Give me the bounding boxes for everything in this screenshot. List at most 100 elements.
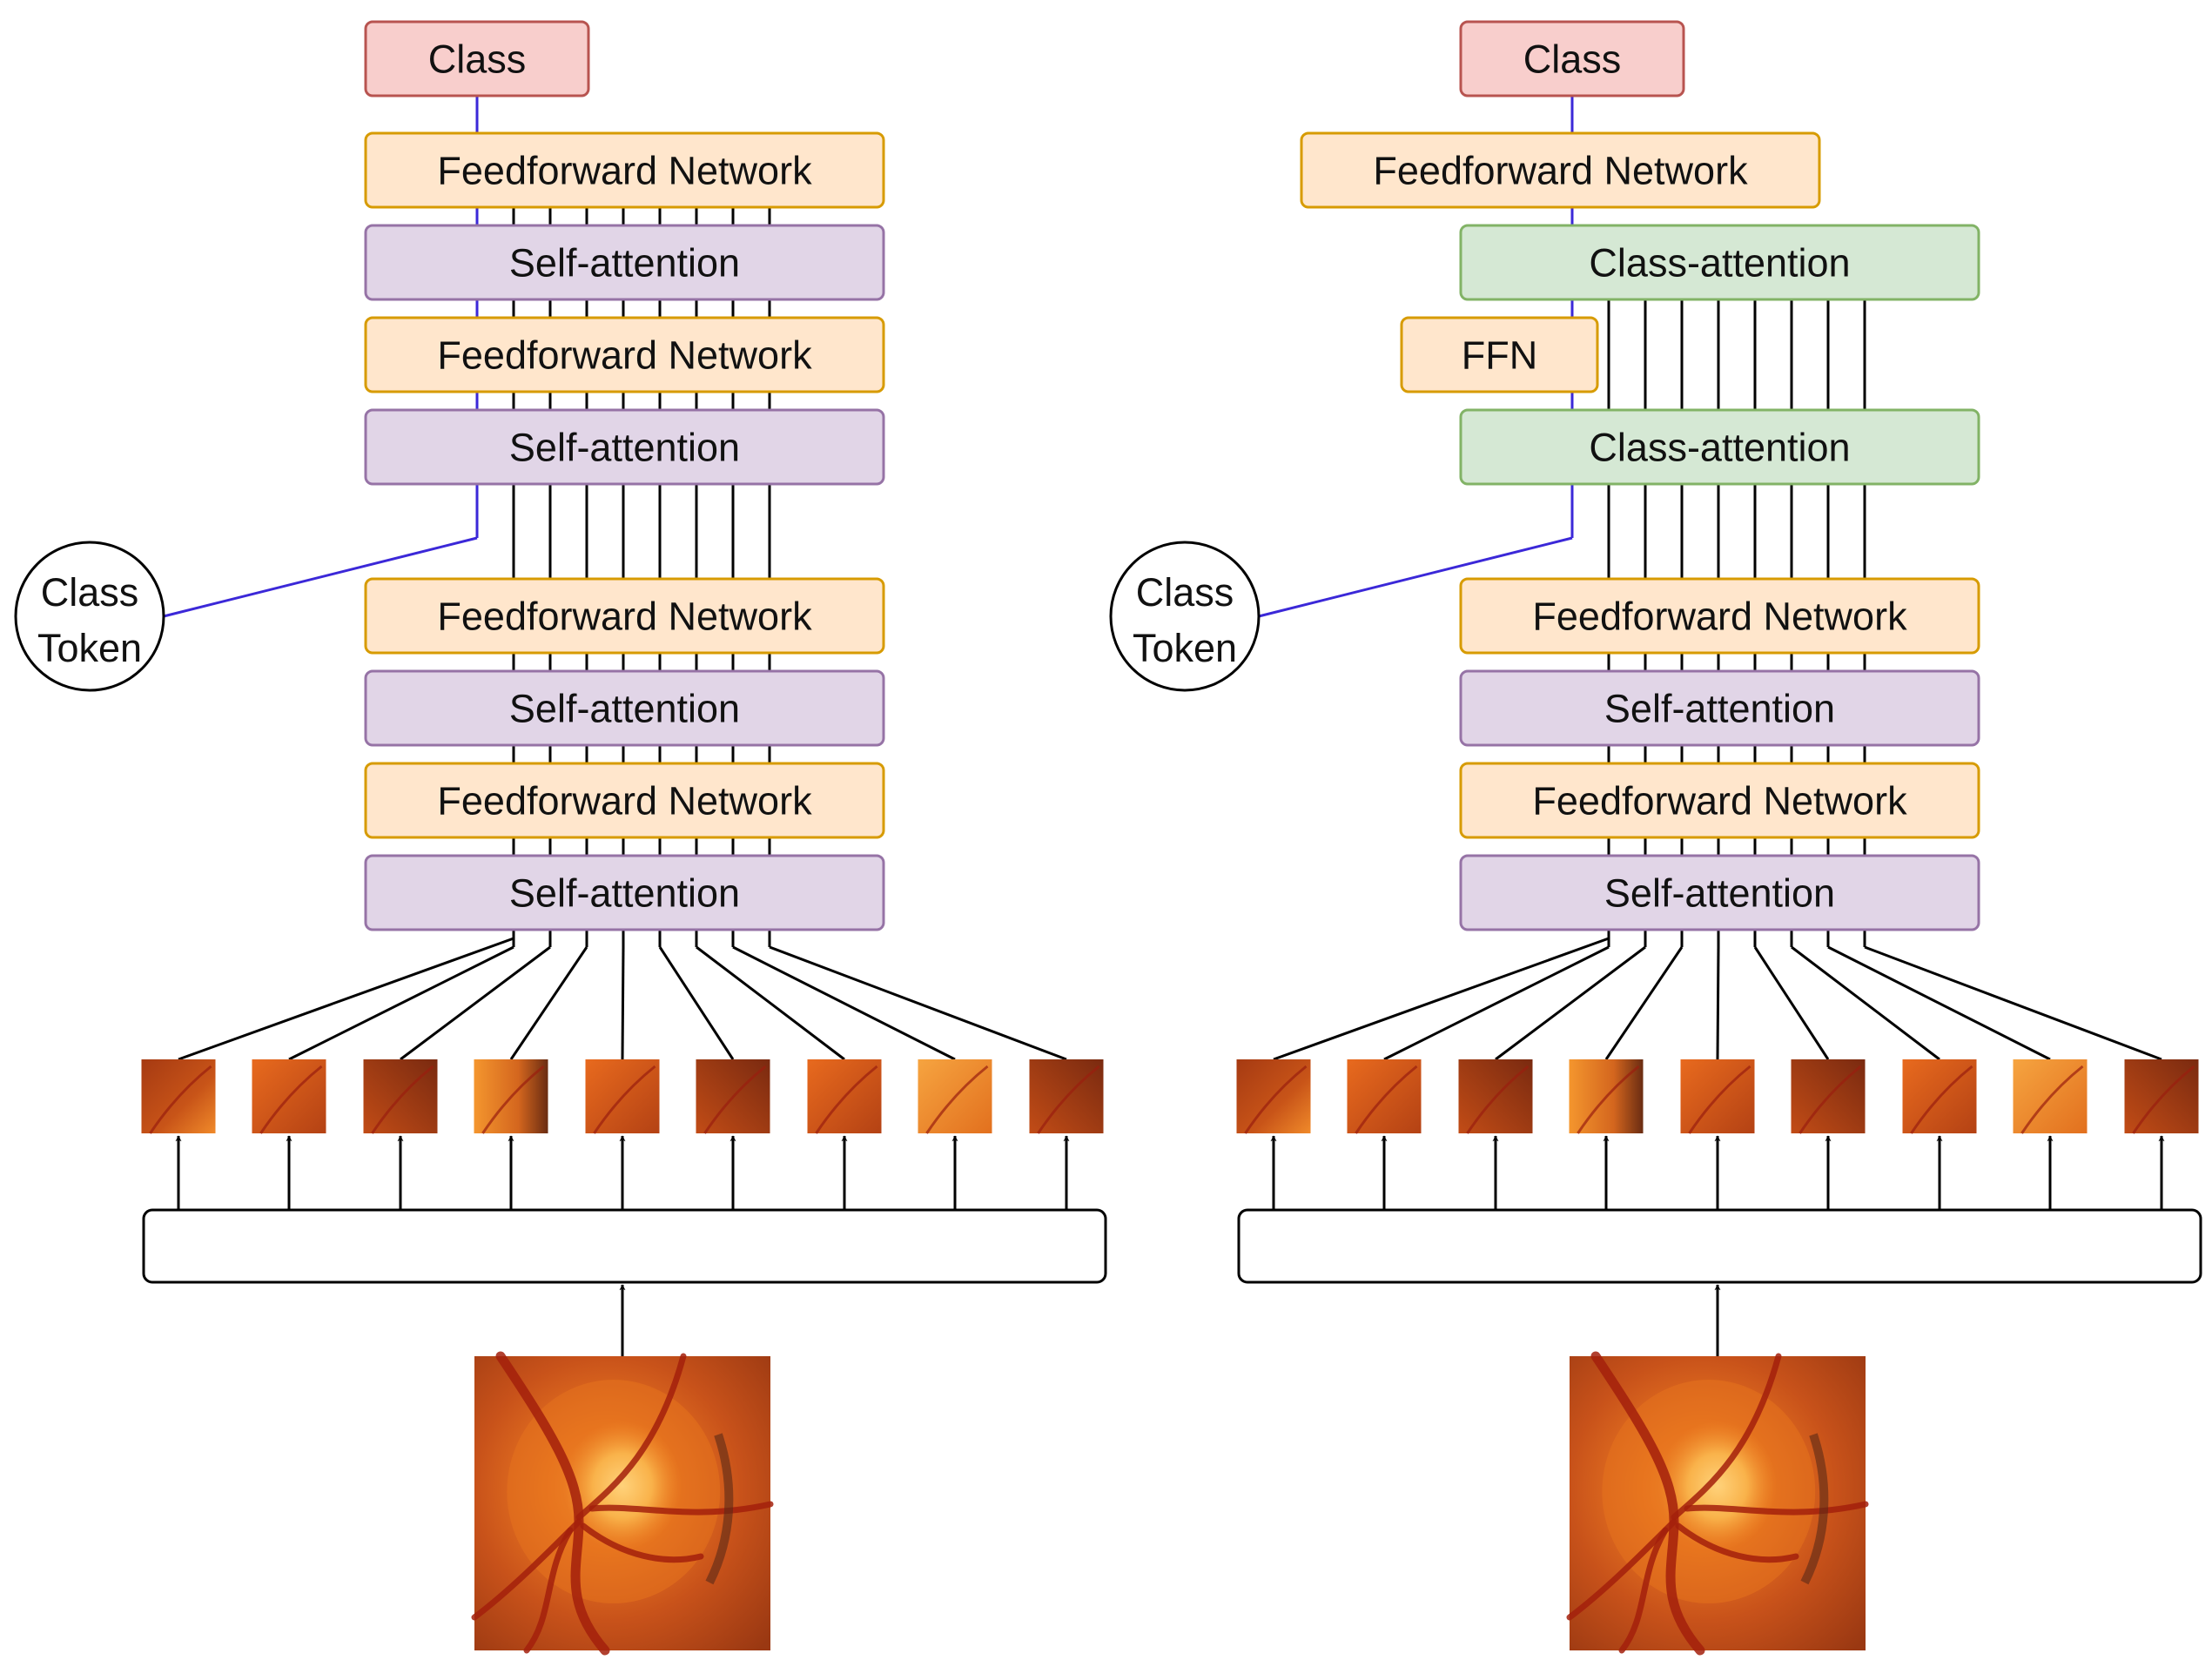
image-patch [807,1059,882,1134]
self-attention-block-rect [364,669,885,747]
ffn-block-label: FFN [1462,333,1537,378]
self-attention-block-label: Self-attention [509,871,740,916]
image-patch-vessel [1466,1065,1530,1134]
token-line [696,945,845,1061]
feedforward-network-block: Feedforward Network [364,577,885,655]
self-attention-block-label: Self-attention [509,426,740,470]
class-attention-block-label: Class-attention [1589,241,1850,286]
feedforward-network-block-label: Feedforward Network [437,149,812,193]
retinal-vessel [580,1522,704,1563]
image-patch-vessel [703,1065,767,1134]
token-line [1604,946,1684,1060]
token-line [178,937,514,1061]
image-patch [1902,1059,1977,1134]
self-attention-block: Self-attention [364,224,885,301]
feedforward-network-block-label: Feedforward Network [437,333,812,378]
feedforward-network-block: Feedforward Network [364,316,885,393]
token-line [1753,946,1830,1060]
image-patch-vessel [1355,1065,1418,1134]
retinal-vessel [1684,1501,1869,1516]
image-patch-vessel [1799,1065,1862,1134]
class-token-line [1258,536,1573,618]
image-patch [1458,1059,1533,1134]
self-attention-block-rect [364,408,885,486]
self-attention-block-label: Self-attention [509,241,740,286]
token-line [732,945,956,1061]
class-output-box-label: Class [1523,37,1622,82]
feedforward-network-block-rect [364,316,885,393]
feedforward-network-block-label: Feedforward Network [1532,779,1907,823]
class-output-box-rect [364,20,590,97]
token-line [769,945,1067,1061]
feedforward-network-block: Feedforward Network [1300,131,1821,209]
token-line [1495,945,1646,1061]
feedforward-network-block-rect [1300,131,1821,209]
patch-embedding-box [1237,1208,2202,1284]
image-patch-vessel [2132,1065,2195,1134]
image-patch [1791,1059,1866,1134]
token-line [1791,945,1940,1061]
class-token-circle [14,541,165,692]
token-line [621,946,625,1060]
image-patch-vessel [1037,1065,1100,1134]
optic-disc [563,1421,682,1551]
class-token-label-line2: Token [1133,626,1237,670]
token-line [509,946,588,1060]
feedforward-network-block: Feedforward Network [1459,577,1980,655]
class-attention-block-label: Class-attention [1589,426,1850,470]
feedforward-network-block: Feedforward Network [364,762,885,839]
class-token-label-line1: Class [1136,570,1234,615]
retinal-vessel [1675,1522,1799,1563]
token-line [1383,945,1610,1061]
image-patch [474,1059,548,1134]
token-line [400,945,551,1061]
image-patch-vessel [1910,1065,1973,1134]
retinal-vessel [1618,1527,1669,1654]
optic-disc [1658,1421,1777,1551]
self-attention-block-rect [364,224,885,301]
retinal-vessel [523,1527,574,1654]
self-attention-block: Self-attention [1459,669,1980,747]
feedforward-network-block-rect [1459,762,1980,839]
image-patch [252,1059,326,1134]
disc-rim-shadow [705,1433,734,1585]
class-output-box-label: Class [428,37,527,82]
token-line [658,946,735,1060]
token-line [1273,937,1610,1061]
class-attention-block-rect [1459,224,1980,301]
token-line [1827,945,2051,1061]
token-line [1864,945,2162,1061]
image-patch [585,1059,660,1134]
image-patch [141,1059,216,1134]
class-output-box: Class [1459,20,1685,97]
self-attention-block-rect [364,854,885,931]
image-patch [696,1059,770,1134]
image-patch [2013,1059,2088,1134]
class-output-box-rect [1459,20,1685,97]
class-token-circle [1109,541,1261,692]
class-token-label-line1: Class [41,570,139,615]
input-fundus-image [471,1351,774,1656]
self-attention-block-label: Self-attention [1604,871,1835,916]
self-attention-block: Self-attention [364,854,885,931]
class-attention-block: Class-attention [1459,408,1980,486]
image-patch-vessel [149,1065,212,1134]
self-attention-block: Self-attention [1459,854,1980,931]
feedforward-network-block-rect [364,577,885,655]
feedforward-network-block-label: Feedforward Network [1532,595,1907,639]
feedforward-network-block-rect [364,131,885,209]
ffn-block-rect [1400,316,1599,393]
image-patch [1347,1059,1422,1134]
image-patch [1236,1059,1311,1134]
image-patch-vessel [925,1065,989,1134]
image-patch [2124,1059,2199,1134]
image-patch-vessel [259,1065,323,1134]
patch-embedding-box [142,1208,1107,1284]
feedforward-network-block-label: Feedforward Network [1373,149,1748,193]
class-token-line [163,536,478,618]
